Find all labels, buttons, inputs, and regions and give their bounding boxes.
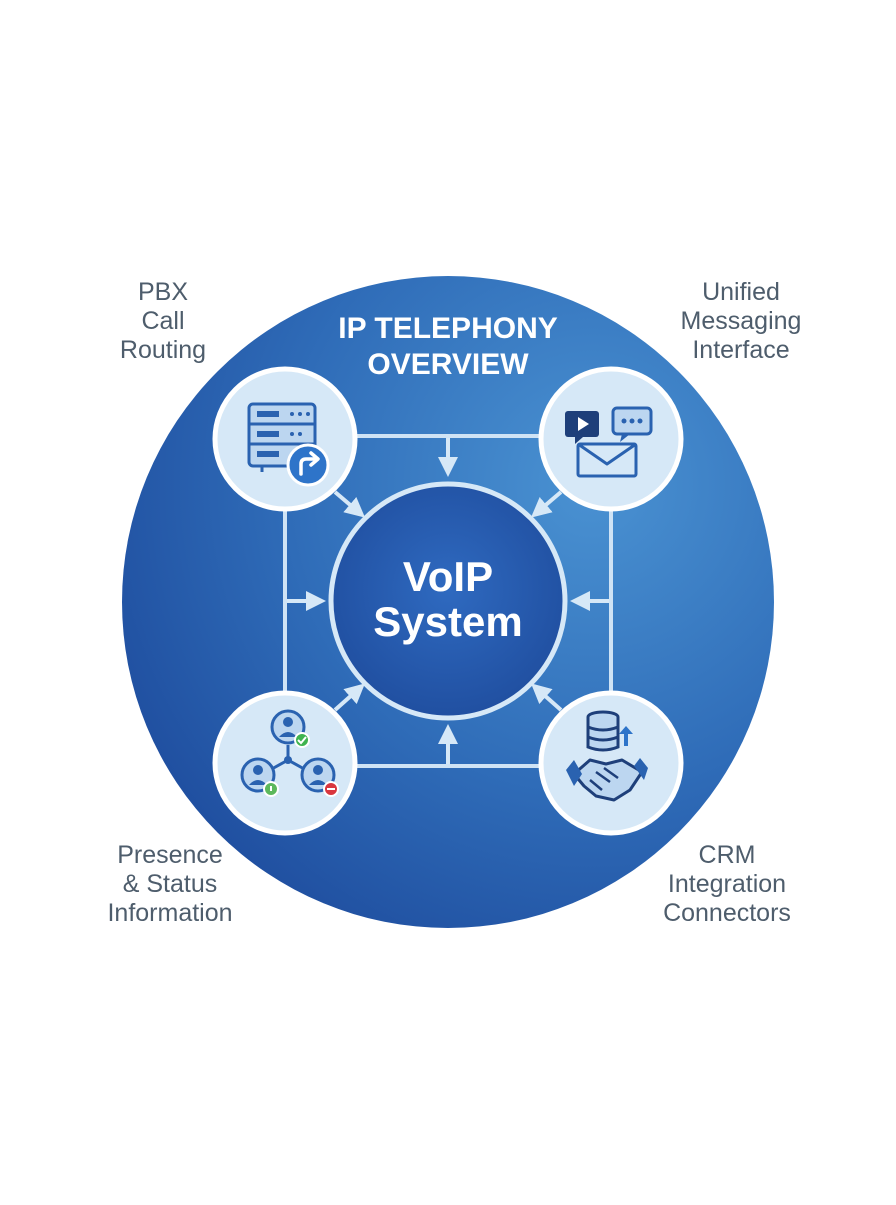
node-presence	[212, 690, 358, 836]
label-line: PBX	[137, 278, 189, 306]
node-unified	[538, 366, 684, 512]
label-line: Unified	[702, 278, 780, 306]
node-pbx	[212, 366, 358, 512]
node-crm	[538, 690, 684, 836]
database-handshake-icon	[566, 710, 648, 802]
label-presence-status-information: Presence & Status Information	[50, 841, 290, 928]
connector-lines	[283, 434, 613, 768]
center-label-line-1: VoIP	[403, 553, 493, 600]
label-line: Information	[107, 899, 233, 927]
label-line: CRM	[698, 841, 756, 869]
label-line: Presence	[117, 841, 223, 869]
center-label-line-2: System	[373, 598, 522, 645]
diagram-title-line-1: IP TELEPHONY	[338, 312, 558, 345]
arrow-diag-bottom-right	[531, 683, 563, 712]
server-rack-call-routing-icon	[247, 402, 330, 487]
label-pbx-call-routing: PBX Call Routing	[43, 278, 283, 365]
label-line: Integration	[667, 870, 787, 898]
arrows-into-center	[287, 438, 609, 764]
arrow-diag-bottom-left	[333, 683, 365, 712]
user-presence-network-icon	[240, 709, 339, 797]
center-hub: VoIP System	[328, 481, 568, 721]
arrow-diag-top-left	[333, 490, 366, 518]
label-line: & Status	[122, 870, 218, 898]
arrow-diag-top-right	[530, 490, 563, 518]
label-crm-integration-connectors: CRM Integration Connectors	[607, 841, 847, 928]
label-line: Call	[141, 307, 185, 335]
label-line: Routing	[119, 336, 207, 364]
diagram-title-line-2: OVERVIEW	[367, 348, 529, 381]
video-chat-envelope-icon	[565, 406, 653, 478]
label-line: Interface	[692, 336, 790, 364]
label-line: Connectors	[663, 899, 791, 927]
label-unified-messaging-interface: Unified Messaging Interface	[621, 278, 861, 365]
label-line: Messaging	[680, 307, 802, 335]
